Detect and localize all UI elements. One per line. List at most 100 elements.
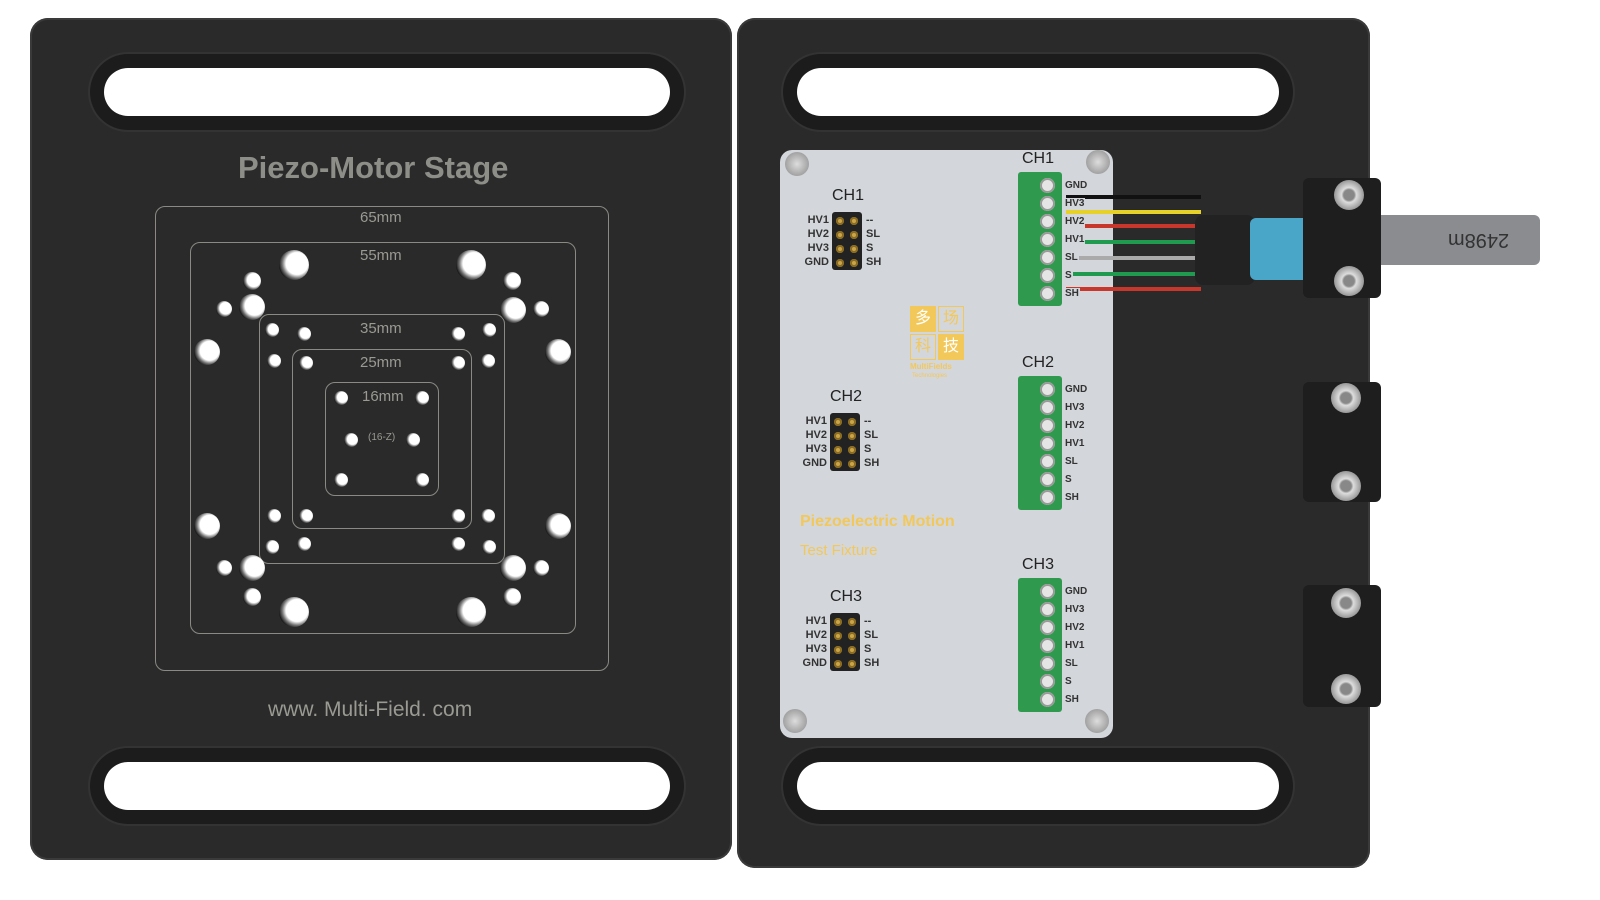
wire-red bbox=[1066, 287, 1201, 291]
logo-char: 技 bbox=[938, 334, 964, 360]
terminal-label: HV3 bbox=[1064, 402, 1086, 414]
pin bbox=[836, 245, 844, 253]
terminal-block bbox=[1018, 172, 1062, 306]
pin bbox=[834, 460, 842, 468]
terminal-screw-icon bbox=[1040, 250, 1055, 265]
heatshrink bbox=[1195, 215, 1255, 285]
frame-25mm bbox=[292, 349, 472, 529]
pin bbox=[836, 259, 844, 267]
pin bbox=[834, 632, 842, 640]
mounting-hole bbox=[545, 339, 571, 365]
bolt-icon bbox=[1334, 180, 1364, 210]
mounting-hole bbox=[297, 537, 311, 551]
wire-black bbox=[1066, 195, 1201, 199]
mounting-hole bbox=[239, 294, 265, 320]
header-pin-label: SH bbox=[864, 657, 880, 669]
terminal-label: HV2 bbox=[1064, 216, 1086, 228]
header-pin-label: HV1 bbox=[805, 415, 827, 427]
terminal-screw-icon bbox=[1040, 178, 1055, 193]
screw-icon bbox=[783, 709, 807, 733]
terminal-label: SH bbox=[1064, 492, 1080, 504]
terminal-screw-icon bbox=[1040, 454, 1055, 469]
terminal-label: S bbox=[1064, 270, 1073, 282]
frame-65mm bbox=[155, 206, 609, 671]
label-55mm: 55mm bbox=[360, 247, 402, 264]
terminal-label: HV3 bbox=[1064, 604, 1086, 616]
mounting-hole bbox=[299, 509, 313, 523]
screw-icon bbox=[785, 152, 809, 176]
logo-char: 场 bbox=[938, 306, 964, 332]
header-pin-label: HV1 bbox=[805, 615, 827, 627]
terminal-label: SH bbox=[1064, 694, 1080, 706]
pin bbox=[834, 660, 842, 668]
header-pin-label: GND bbox=[802, 657, 827, 669]
terminal-label: HV2 bbox=[1064, 420, 1086, 432]
logo-tagline: Technologies bbox=[912, 373, 948, 379]
terminal-screw-icon bbox=[1040, 418, 1055, 433]
terminal-label: SH bbox=[1064, 288, 1080, 300]
terminal-screw-icon bbox=[1040, 674, 1055, 689]
mounting-hole bbox=[451, 509, 465, 523]
mounting-hole bbox=[279, 597, 309, 627]
wire-yellow bbox=[1066, 210, 1201, 214]
terminal-block bbox=[1018, 376, 1062, 510]
pin-header bbox=[832, 212, 862, 270]
mounting-hole bbox=[500, 555, 526, 581]
terminal-label: HV1 bbox=[1064, 640, 1086, 652]
header-pin-label: SH bbox=[864, 457, 880, 469]
slot bbox=[797, 762, 1279, 810]
mounting-hole bbox=[267, 354, 281, 368]
header-pin-label: SL bbox=[866, 228, 881, 240]
terminal-label: SL bbox=[1064, 456, 1079, 468]
mounting-hole bbox=[194, 339, 220, 365]
header-pin-label: -- bbox=[864, 415, 872, 427]
terminal-label: GND bbox=[1064, 586, 1089, 598]
pin bbox=[848, 418, 856, 426]
mounting-hole bbox=[279, 250, 309, 280]
pin bbox=[848, 660, 856, 668]
terminal-screw-icon bbox=[1040, 196, 1055, 211]
header-pin-label: HV2 bbox=[805, 429, 827, 441]
pin bbox=[834, 646, 842, 654]
terminal-channel-label: CH3 bbox=[1022, 556, 1055, 573]
bolt-icon bbox=[1331, 383, 1361, 413]
bolt-icon bbox=[1331, 471, 1361, 501]
terminal-label: SL bbox=[1064, 658, 1079, 670]
pin bbox=[850, 217, 858, 225]
mounting-hole bbox=[216, 560, 232, 576]
mounting-hole bbox=[344, 433, 358, 447]
pin bbox=[848, 632, 856, 640]
header-pin-label: HV3 bbox=[807, 242, 829, 254]
mounting-hole bbox=[500, 297, 526, 323]
stage-title: Piezo-Motor Stage bbox=[238, 150, 509, 185]
terminal-label: GND bbox=[1064, 180, 1089, 192]
shielding bbox=[1250, 218, 1310, 280]
header-pin-label: HV3 bbox=[805, 643, 827, 655]
terminal-screw-icon bbox=[1040, 584, 1055, 599]
header-pin-label: HV3 bbox=[805, 443, 827, 455]
label-16z: (16-Z) bbox=[368, 432, 396, 443]
label-25mm: 25mm bbox=[360, 354, 402, 371]
logo-char: 多 bbox=[910, 306, 936, 332]
bolt-icon bbox=[1334, 266, 1364, 296]
terminal-label: HV3 bbox=[1064, 198, 1086, 210]
pin bbox=[848, 432, 856, 440]
mounting-hole bbox=[243, 272, 261, 290]
mounting-hole bbox=[299, 356, 313, 370]
wire-red bbox=[1066, 224, 1201, 228]
fixture-subtitle: Test Fixture bbox=[800, 542, 878, 559]
header-pin-label: HV1 bbox=[807, 214, 829, 226]
pin bbox=[850, 245, 858, 253]
pin bbox=[848, 618, 856, 626]
header-pin-label: GND bbox=[804, 256, 829, 268]
pin bbox=[834, 432, 842, 440]
pin bbox=[850, 231, 858, 239]
mounting-hole bbox=[482, 540, 496, 554]
pin-header bbox=[830, 613, 860, 671]
mounting-hole bbox=[451, 356, 465, 370]
pin-header bbox=[830, 413, 860, 471]
header-pin-label: S bbox=[864, 643, 872, 655]
mounting-hole bbox=[406, 433, 420, 447]
cable bbox=[1360, 215, 1540, 265]
bolt-icon bbox=[1331, 588, 1361, 618]
